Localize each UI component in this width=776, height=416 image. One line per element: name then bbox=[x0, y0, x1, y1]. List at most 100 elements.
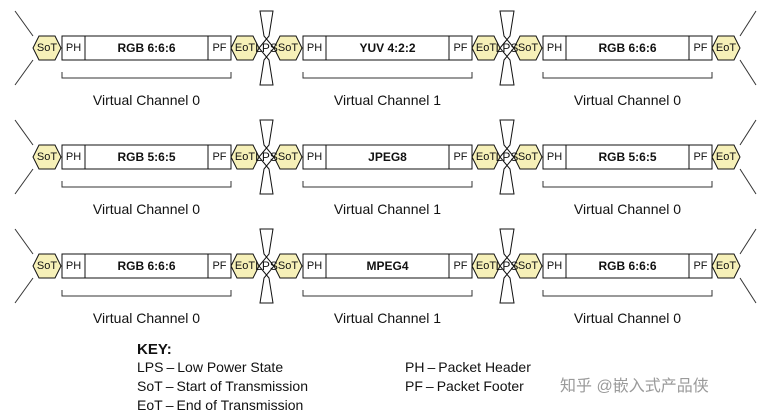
channel-label: Virtual Channel 1 bbox=[334, 92, 441, 108]
key-abbr: PH bbox=[405, 359, 425, 375]
eot-marker-label: EoT bbox=[476, 260, 496, 272]
channel-label: Virtual Channel 0 bbox=[93, 310, 200, 326]
lead-out-line bbox=[739, 10, 757, 37]
packet-footer-box-label: PF bbox=[453, 42, 467, 54]
lead-out-line bbox=[739, 59, 757, 86]
packet-header-box-label: PH bbox=[547, 42, 562, 54]
key-entry-eot: EoT–End of Transmission bbox=[137, 397, 303, 413]
lead-in-line bbox=[14, 168, 34, 195]
lead-out-line bbox=[739, 168, 757, 195]
lps-bubble bbox=[499, 10, 515, 86]
lps-label: LPS bbox=[496, 41, 519, 55]
sot-marker bbox=[513, 35, 543, 61]
eot-marker-label: EoT bbox=[716, 260, 736, 272]
key-abbr: LPS bbox=[137, 359, 164, 375]
channel-bracket bbox=[61, 181, 232, 188]
sot-marker-label: SoT bbox=[37, 151, 57, 163]
sot-marker bbox=[273, 35, 303, 61]
sot-marker bbox=[513, 253, 543, 279]
key-dash: – bbox=[165, 378, 174, 394]
packet-header-box-label: PH bbox=[307, 151, 322, 163]
eot-marker bbox=[711, 253, 741, 279]
lps-label: LPS bbox=[496, 150, 519, 164]
sot-marker-label: SoT bbox=[278, 42, 298, 54]
lead-in-line bbox=[14, 59, 34, 86]
packet-footer-box-label: PF bbox=[212, 42, 226, 54]
payload-box bbox=[565, 144, 690, 170]
packet-footer-box-label: PF bbox=[212, 260, 226, 272]
channel-bracket bbox=[542, 72, 713, 79]
channel-label: Virtual Channel 0 bbox=[93, 92, 200, 108]
sot-marker bbox=[513, 144, 543, 170]
eot-marker bbox=[711, 35, 741, 61]
payload-box bbox=[565, 35, 690, 61]
lead-in-line bbox=[14, 119, 34, 146]
channel-bracket bbox=[542, 181, 713, 188]
eot-marker-label: EoT bbox=[235, 42, 255, 54]
lead-in-line bbox=[14, 10, 34, 37]
payload-box-label: YUV 4:2:2 bbox=[359, 41, 415, 55]
payload-box-label: RGB 6:6:6 bbox=[598, 41, 656, 55]
packet-footer-box-label: PF bbox=[693, 42, 707, 54]
payload-box-label: RGB 6:6:6 bbox=[117, 259, 175, 273]
packet-footer-box-label: PF bbox=[212, 151, 226, 163]
eot-marker-label: EoT bbox=[235, 151, 255, 163]
payload-box bbox=[84, 35, 209, 61]
key-dash: – bbox=[425, 378, 434, 394]
channel-bracket bbox=[61, 290, 232, 297]
lead-out-line bbox=[739, 228, 757, 255]
channel-label: Virtual Channel 0 bbox=[93, 201, 200, 217]
lps-bubble bbox=[499, 119, 515, 195]
sot-marker-label: SoT bbox=[518, 151, 538, 163]
packet-footer-box-label: PF bbox=[693, 260, 707, 272]
channel-bracket bbox=[542, 290, 713, 297]
packet-header-box-label: PH bbox=[307, 42, 322, 54]
sot-marker bbox=[32, 253, 62, 279]
sot-marker bbox=[273, 144, 303, 170]
channel-label: Virtual Channel 1 bbox=[334, 310, 441, 326]
packet-header-box-label: PH bbox=[547, 260, 562, 272]
channel-label: Virtual Channel 1 bbox=[334, 201, 441, 217]
packet-header-box-label: PH bbox=[66, 42, 81, 54]
lead-out-line bbox=[739, 119, 757, 146]
lps-bubble bbox=[258, 119, 275, 195]
channel-label: Virtual Channel 0 bbox=[574, 92, 681, 108]
payload-box-label: RGB 5:6:5 bbox=[117, 150, 175, 164]
key-entry-sot: SoT–Start of Transmission bbox=[137, 378, 308, 394]
lps-label: LPS bbox=[496, 259, 519, 273]
lps-bubble bbox=[258, 10, 275, 86]
key-entry-pf: PF–Packet Footer bbox=[405, 378, 524, 394]
lps-label: LPS bbox=[255, 41, 278, 55]
lead-out-line bbox=[739, 277, 757, 304]
sot-marker-label: SoT bbox=[278, 151, 298, 163]
key-meaning: Packet Header bbox=[438, 359, 531, 375]
watermark: 知乎 @嵌入式产品侠 bbox=[560, 378, 709, 395]
lead-in-line bbox=[14, 228, 34, 255]
sot-marker-label: SoT bbox=[518, 260, 538, 272]
eot-marker bbox=[711, 144, 741, 170]
payload-box-label: RGB 6:6:6 bbox=[598, 259, 656, 273]
eot-marker-label: EoT bbox=[476, 151, 496, 163]
eot-marker-label: EoT bbox=[716, 42, 736, 54]
key-dash: – bbox=[166, 359, 175, 375]
sot-marker-label: SoT bbox=[518, 42, 538, 54]
packet-footer-box-label: PF bbox=[453, 260, 467, 272]
lps-label: LPS bbox=[255, 150, 278, 164]
key-meaning: Packet Footer bbox=[436, 378, 524, 394]
eot-marker-label: EoT bbox=[716, 151, 736, 163]
channel-label: Virtual Channel 0 bbox=[574, 310, 681, 326]
key-entry-lps: LPS–Low Power State bbox=[137, 359, 283, 375]
channel-label: Virtual Channel 0 bbox=[574, 201, 681, 217]
channel-bracket bbox=[302, 72, 473, 79]
key-entry-ph: PH–Packet Header bbox=[405, 359, 531, 375]
key-dash: – bbox=[165, 397, 174, 413]
lps-label: LPS bbox=[255, 259, 278, 273]
sot-marker-label: SoT bbox=[37, 260, 57, 272]
packet-footer-box-label: PF bbox=[453, 151, 467, 163]
channel-bracket bbox=[302, 181, 473, 188]
channel-bracket bbox=[61, 72, 232, 79]
key-meaning: Start of Transmission bbox=[176, 378, 308, 394]
payload-box bbox=[325, 144, 450, 170]
payload-box-label: RGB 6:6:6 bbox=[117, 41, 175, 55]
